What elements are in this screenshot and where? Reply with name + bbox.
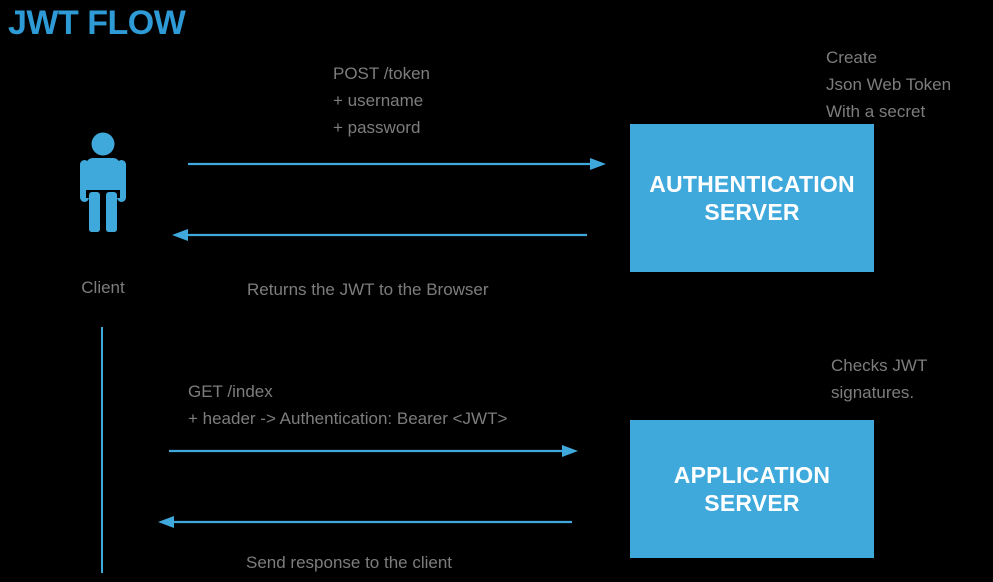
arrow-index-request [169, 444, 578, 458]
application-server-box: APPLICATION SERVER [630, 420, 874, 558]
arrow-token-request [188, 157, 606, 171]
person-icon [72, 132, 134, 232]
note-checks-jwt: Checks JWT signatures. [831, 356, 928, 402]
application-server-label: APPLICATION SERVER [673, 462, 831, 516]
authentication-server-box: AUTHENTICATION SERVER [630, 124, 874, 272]
page-title: JWT FLOW [8, 4, 186, 42]
note-returns-jwt: Returns the JWT to the Browser [247, 280, 489, 299]
client-label: Client [81, 278, 125, 297]
note-send-response: Send response to the client [246, 553, 453, 572]
note-index-request: GET /index + header -> Authentication: B… [188, 382, 508, 428]
authentication-server-label: AUTHENTICATION SERVER [649, 171, 855, 225]
note-token-request: POST /token + username + password [333, 64, 431, 137]
note-create-token: Create Json Web Token With a secret [826, 48, 952, 121]
client-lifeline [101, 327, 103, 573]
arrow-index-response [158, 515, 572, 529]
arrow-token-response [172, 228, 587, 242]
